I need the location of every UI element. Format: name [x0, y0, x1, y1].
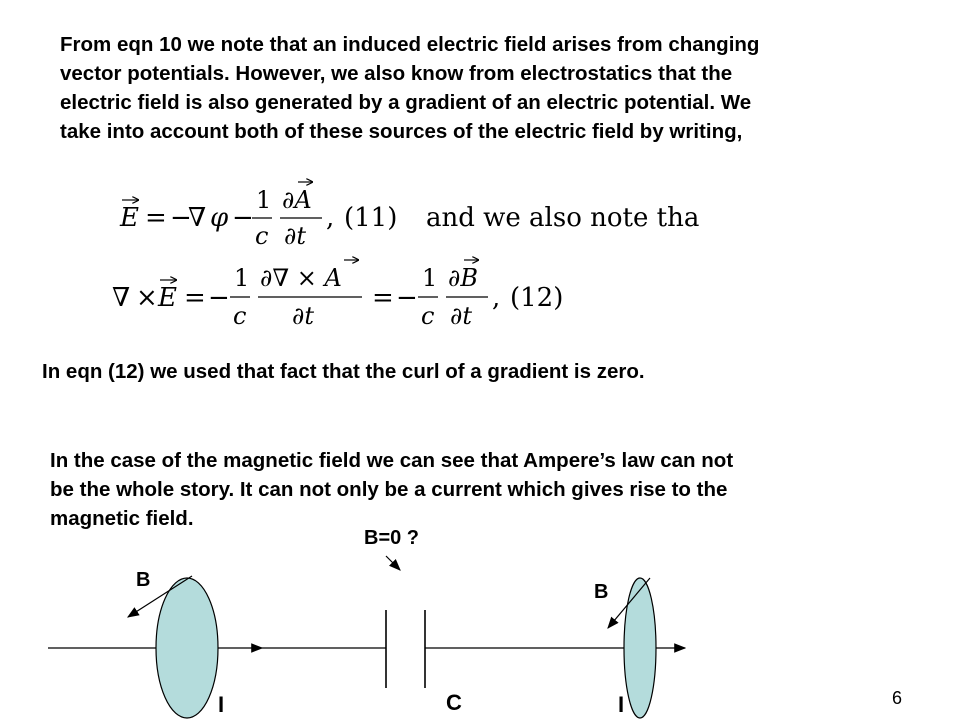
intro-line-1: From eqn 10 we note that an induced elec…	[60, 33, 760, 56]
eq12-dt-1: ∂t	[292, 302, 314, 330]
ampere-line-3: magnetic field.	[50, 507, 194, 530]
right-b-label: B	[594, 581, 608, 603]
eq12-equals-1: =	[184, 283, 206, 313]
ampere-line-1: In the case of the magnetic field we can…	[50, 449, 734, 472]
eq12-partial-B: ∂B	[448, 264, 478, 292]
eq11-phi: φ	[210, 203, 229, 233]
intro-line-4: take into account both of these sources …	[60, 120, 743, 143]
eq11-equals: =	[145, 203, 167, 233]
eq12-curl-A: ∂∇ × A	[260, 264, 342, 292]
equation-11: E = − ∇ φ − 1 c ∂A ∂t , (11) and we also…	[119, 182, 700, 250]
right-current-label: I	[618, 692, 624, 717]
ampere-line-2: be the whole story. It can not only be a…	[50, 478, 728, 501]
capacitor-label: C	[446, 690, 462, 715]
eq12-times: ×	[136, 283, 158, 313]
eq11-minus: −	[232, 203, 254, 233]
ampere-paragraph: In the case of the magnetic field we can…	[50, 446, 910, 533]
curl-note: In eqn (12) we used that fact that the c…	[42, 360, 645, 383]
intro-line-3: electric field is also generated by a gr…	[60, 91, 752, 114]
eq11-partial-t: ∂t	[284, 222, 306, 250]
equations-block: E = − ∇ φ − 1 c ∂A ∂t , (11) and we also…	[112, 160, 700, 330]
eq12-E: E	[157, 283, 177, 313]
left-b-label: B	[136, 569, 150, 591]
eq12-equals-2: =	[372, 283, 394, 313]
intro-paragraph: From eqn 10 we note that an induced elec…	[60, 30, 920, 146]
capacitor-figure: B=0 ? B B I C I	[48, 527, 687, 719]
eq12-frac1-num: 1	[234, 264, 249, 292]
eq12-frac2-den: c	[421, 302, 434, 330]
eq11-frac-den: c	[255, 222, 268, 250]
eq12-dt-2: ∂t	[450, 302, 472, 330]
eq11-comma: ,	[326, 203, 334, 233]
page-number: 6	[892, 688, 903, 708]
eq12-nabla: ∇	[112, 283, 130, 313]
eq11-lhs-E: E	[119, 203, 139, 233]
eq11-nabla: ∇	[188, 203, 206, 233]
left-current-label: I	[218, 692, 224, 717]
eq12-minus-1: −	[208, 283, 230, 313]
left-amperian-loop	[155, 577, 219, 719]
eq11-trailing-text: and we also note that	[426, 203, 700, 233]
eq12-comma: ,	[492, 283, 500, 313]
eq12-number: (12)	[510, 283, 563, 313]
eq12-frac2-num: 1	[422, 264, 437, 292]
b-zero-arrow-icon	[385, 555, 401, 571]
eq12-frac1-den: c	[233, 302, 246, 330]
eq12-minus-2: −	[396, 283, 418, 313]
b-zero-label: B=0 ?	[364, 527, 419, 549]
equation-12: ∇ × E = − 1 c ∂∇ × A ∂t = − 1 c ∂B ∂t , …	[112, 260, 563, 330]
eq11-negative: −	[170, 203, 192, 233]
right-amperian-loop	[623, 577, 657, 719]
eq11-number: (11)	[344, 203, 397, 233]
intro-line-2: vector potentials. However, we also know…	[60, 62, 733, 85]
right-b-arrow-icon	[607, 577, 651, 629]
left-b-arrow-icon	[126, 575, 193, 618]
eq11-frac-num: 1	[256, 186, 271, 214]
eq11-partial-A: ∂A	[282, 186, 312, 214]
